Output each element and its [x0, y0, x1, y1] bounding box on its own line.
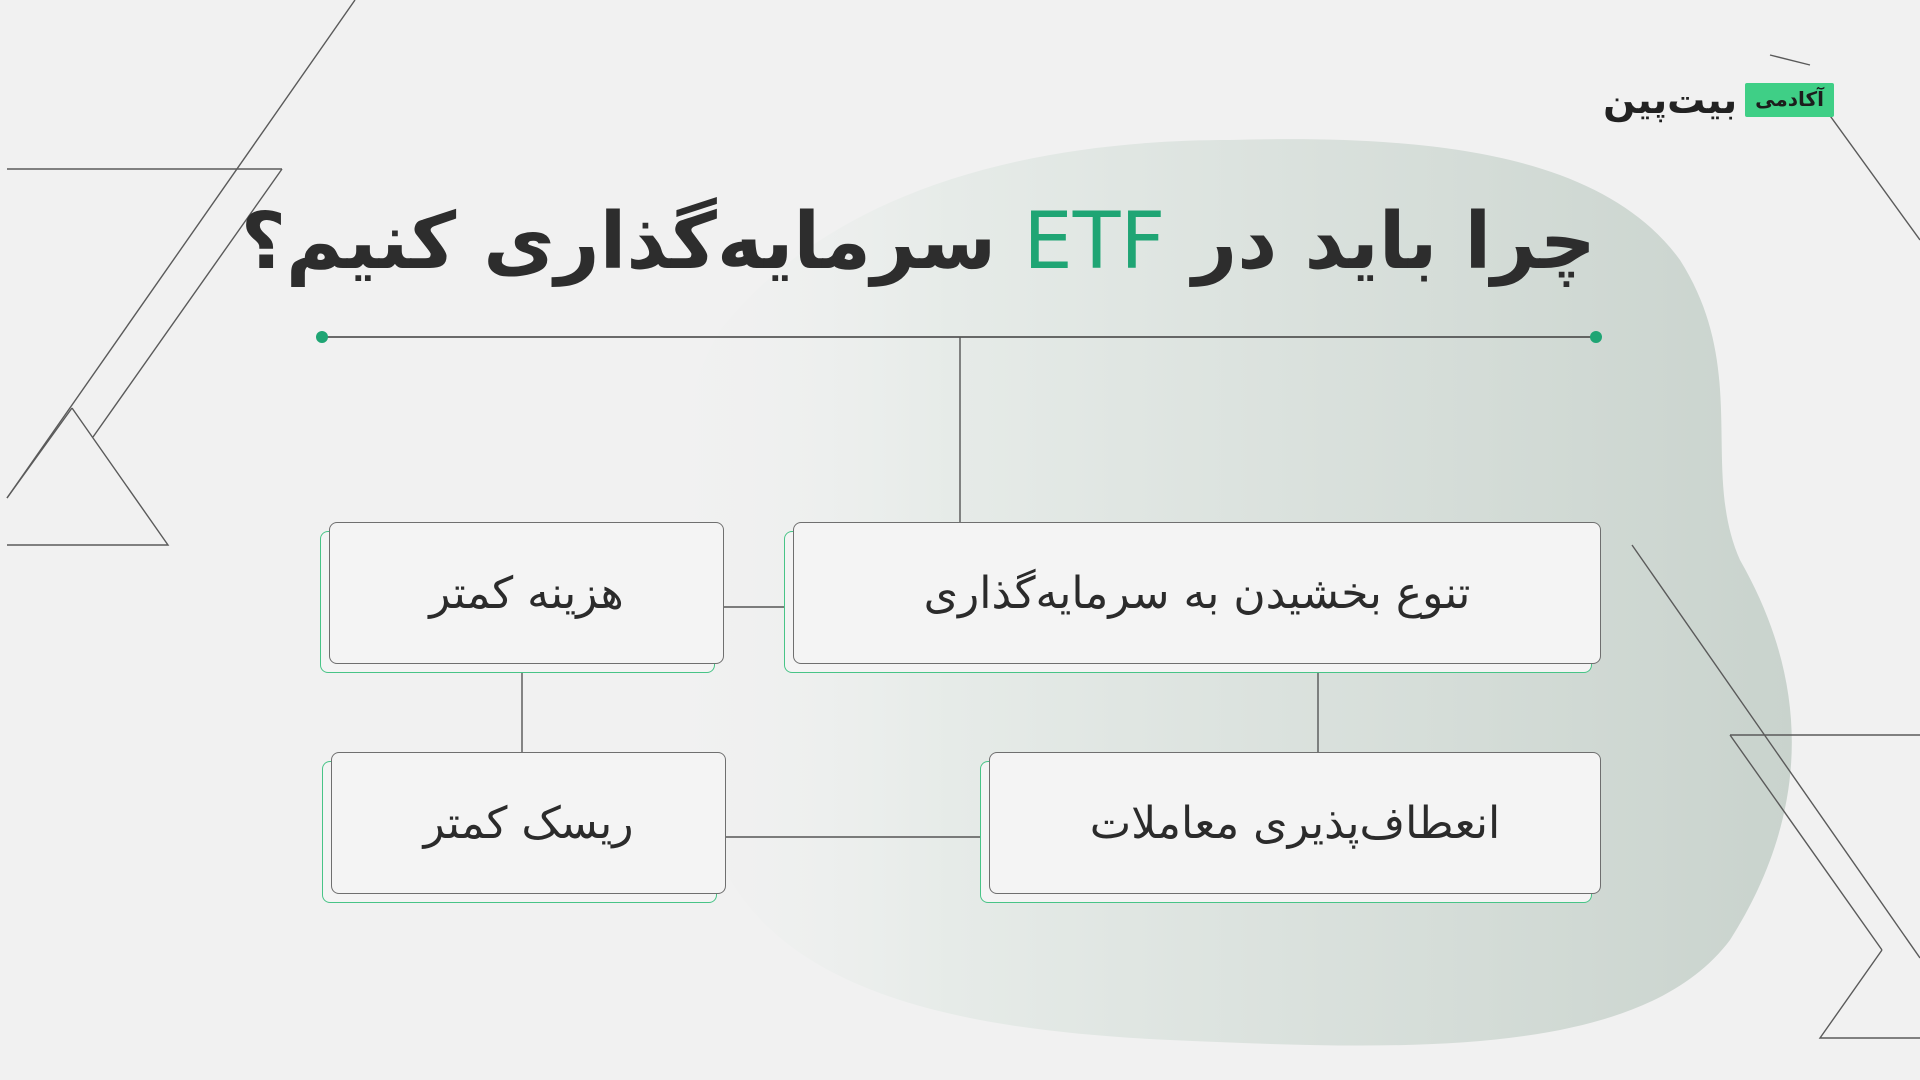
underline-dot-left: [316, 331, 328, 343]
title-before: چرا باید در: [1192, 197, 1596, 287]
node-flexibility-label: انعطاف‌پذیری معاملات: [1089, 797, 1501, 849]
node-lower-risk: ریسک کمتر: [331, 752, 726, 894]
node-lower-cost-label: هزینه کمتر: [429, 567, 624, 619]
brand-name: بیت‌پین: [1603, 78, 1738, 122]
node-lower-cost: هزینه کمتر: [329, 522, 724, 664]
page-title: چرا باید در ETF سرمایه‌گذاری کنیم؟: [241, 192, 1596, 292]
brand-badge: آکادمی: [1745, 83, 1834, 117]
node-flexibility: انعطاف‌پذیری معاملات: [989, 752, 1601, 894]
decorative-lines-right: [1631, 54, 1920, 1039]
decorative-lines-left: [6, 0, 356, 546]
node-diversification-label: تنوع بخشیدن به سرمایه‌گذاری: [923, 567, 1471, 619]
underline-dot-right: [1590, 331, 1602, 343]
node-lower-risk-label: ریسک کمتر: [423, 797, 634, 849]
connector-lines: [521, 337, 1319, 838]
brand-logo[interactable]: آکادمی بیت‌پین: [1603, 78, 1834, 122]
title-highlight: ETF: [1023, 197, 1166, 287]
title-after: سرمایه‌گذاری کنیم؟: [240, 197, 997, 287]
node-diversification: تنوع بخشیدن به سرمایه‌گذاری: [793, 522, 1601, 664]
